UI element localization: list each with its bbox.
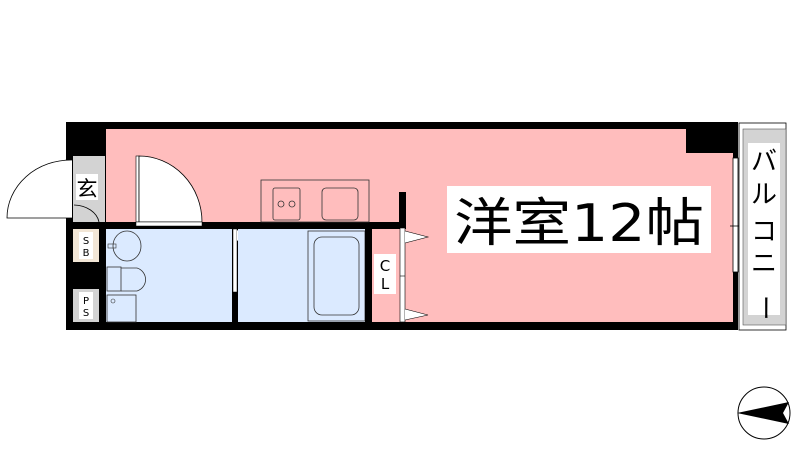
pipe-space-label: P xyxy=(83,296,89,307)
inner-wall xyxy=(73,222,406,229)
bath-door[interactable] xyxy=(232,228,238,293)
toilet-icon xyxy=(106,266,122,292)
balcony-char: ー xyxy=(749,295,779,321)
entrance-label: 玄 xyxy=(77,177,98,201)
pipe-space-label: S xyxy=(83,308,89,319)
room-door[interactable] xyxy=(138,155,203,223)
entry-door[interactable] xyxy=(6,159,73,219)
sink-icon xyxy=(321,187,359,221)
closet-door[interactable] xyxy=(399,227,406,323)
compass-icon xyxy=(737,386,791,440)
washbasin-icon xyxy=(112,230,142,262)
balcony-char: コ xyxy=(751,217,777,247)
balcony-char: ル xyxy=(751,180,777,210)
bathroom xyxy=(238,229,365,322)
balcony-char: バ xyxy=(751,147,777,177)
pillar xyxy=(686,129,734,153)
main-room-label: 洋室12帖 xyxy=(454,194,704,254)
balcony-label: バ ル コ ニ ー xyxy=(749,147,779,321)
kitchen-counter xyxy=(260,179,370,223)
stove-icon xyxy=(272,187,301,221)
room-label-box xyxy=(447,186,711,253)
balcony-window xyxy=(732,157,739,273)
balcony-char: ニ xyxy=(751,249,777,279)
shoe-box-label: B xyxy=(83,248,90,259)
closet-label: L xyxy=(381,275,390,293)
shoe-box-label: S xyxy=(83,236,89,247)
toilet-room xyxy=(106,229,232,322)
closet-label: C xyxy=(380,257,390,275)
